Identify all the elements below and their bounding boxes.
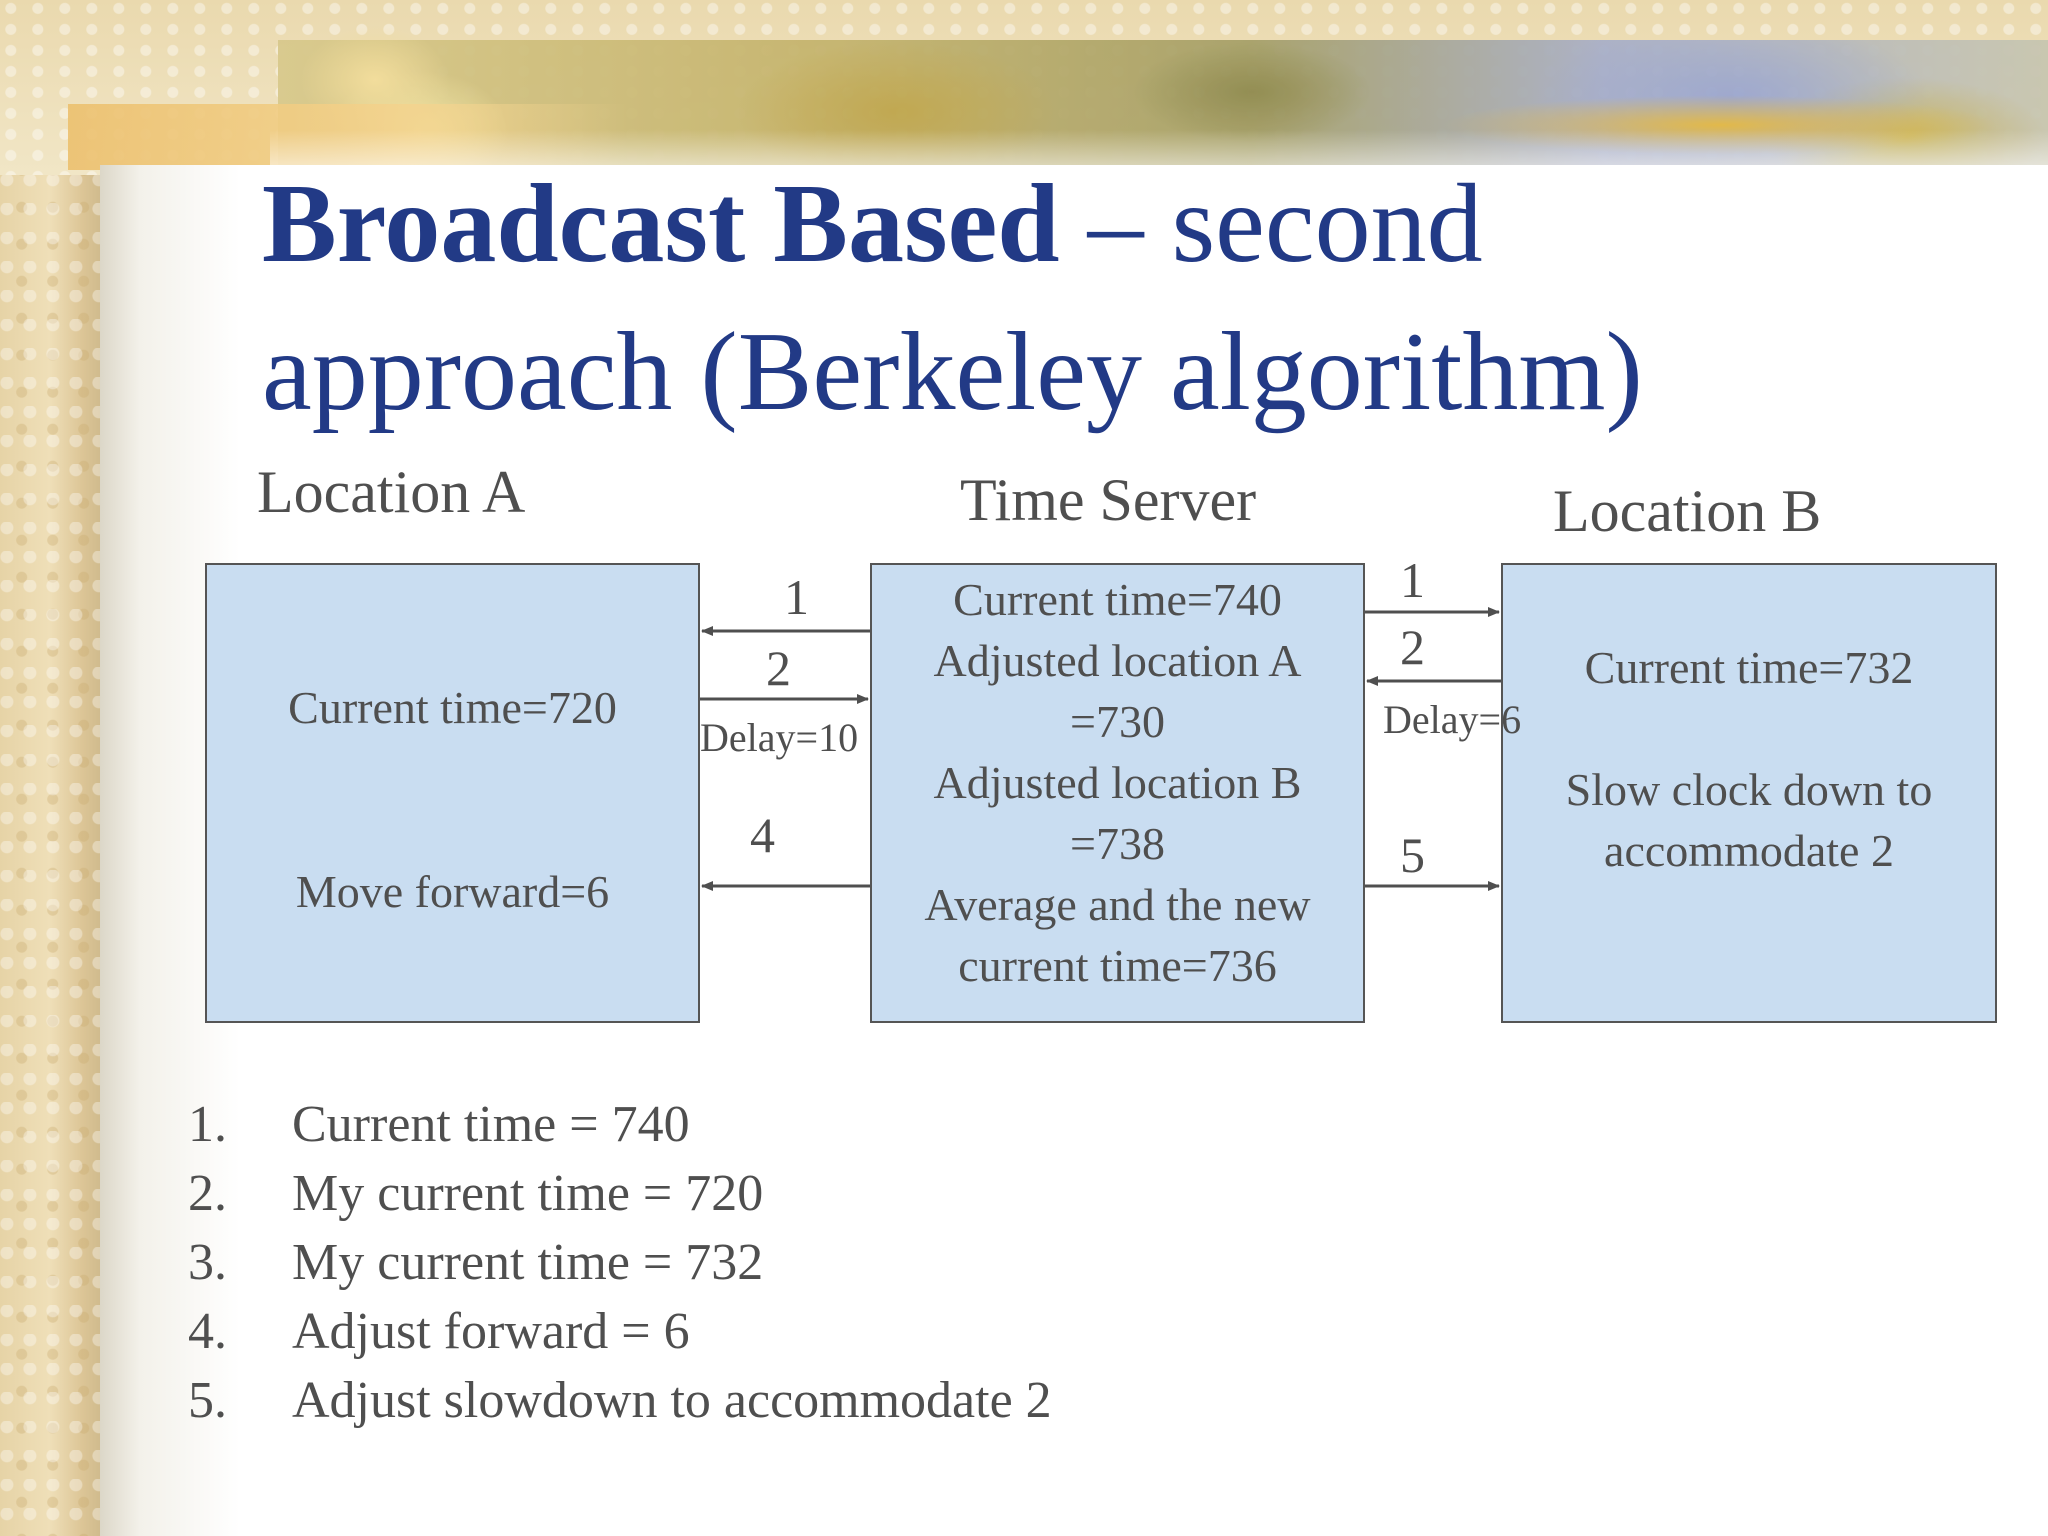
location-b-slow-clock: Slow clock down to accommodate 2 xyxy=(1565,764,1933,876)
time-server-label: Time Server xyxy=(960,467,1257,533)
title-line-2: approach (Berkeley algorithm) xyxy=(262,310,1643,434)
arrow-label-a-4: 4 xyxy=(750,807,775,863)
step-number: 3. xyxy=(188,1234,227,1291)
location-a-move-forward: Move forward=6 xyxy=(295,866,610,917)
left-texture-strip xyxy=(0,0,110,1536)
arrow-label-a-1: 1 xyxy=(784,569,809,625)
step-number: 1. xyxy=(188,1096,227,1153)
delay-label-a: Delay=10 xyxy=(700,715,859,760)
banner-fade xyxy=(270,130,2048,190)
location-b-box: Current time=732 Slow clock down to acco… xyxy=(1501,563,1997,1023)
location-b-current-time: Current time=732 xyxy=(1584,642,1914,693)
step-text: My current time = 720 xyxy=(292,1165,764,1222)
list-item: 3. My current time = 732 xyxy=(188,1228,1052,1297)
step-text: Adjust forward = 6 xyxy=(292,1303,690,1360)
list-item: 5. Adjust slowdown to accommodate 2 xyxy=(188,1366,1052,1435)
list-item: 1. Current time = 740 xyxy=(188,1090,1052,1159)
arrow-label-a-2: 2 xyxy=(766,640,791,696)
step-text: My current time = 732 xyxy=(292,1234,764,1291)
step-number: 4. xyxy=(188,1303,227,1360)
step-number: 2. xyxy=(188,1165,227,1222)
title-rest: – second xyxy=(1059,162,1483,286)
time-server-text: Current time=740 Adjusted location A =73… xyxy=(924,574,1311,991)
slide-title: Broadcast Based – second approach (Berkel… xyxy=(262,150,1962,446)
step-text: Adjust slowdown to accommodate 2 xyxy=(292,1372,1052,1429)
steps-list: 1. Current time = 740 2. My current time =… xyxy=(188,1090,1052,1435)
list-item: 4. Adjust forward = 6 xyxy=(188,1297,1052,1366)
time-server-box: Current time=740 Adjusted location A =73… xyxy=(870,563,1365,1023)
location-a-current-time: Current time=720 xyxy=(288,682,617,733)
arrow-label-b-1: 1 xyxy=(1400,552,1425,608)
location-a-label: Location A xyxy=(257,459,526,525)
arrow-label-b-5: 5 xyxy=(1400,827,1425,883)
list-item: 2. My current time = 720 xyxy=(188,1159,1052,1228)
title-bold-part: Broadcast Based xyxy=(262,162,1060,286)
step-number: 5. xyxy=(188,1372,227,1429)
location-a-box: Current time=720 Move forward=6 xyxy=(205,563,700,1023)
delay-label-b: Delay=6 xyxy=(1383,697,1522,742)
step-text: Current time = 740 xyxy=(292,1096,690,1153)
location-b-label: Location B xyxy=(1553,478,1822,544)
arrow-label-b-2: 2 xyxy=(1400,619,1425,675)
